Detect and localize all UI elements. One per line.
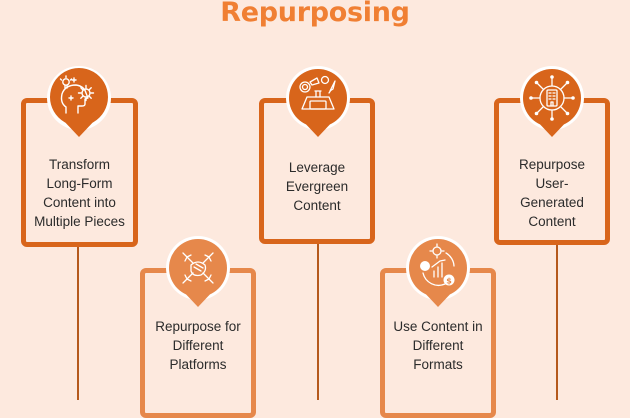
pin-formats: $ — [403, 233, 473, 313]
pin-ugc — [517, 63, 587, 143]
connector-line — [556, 244, 558, 400]
card-label: Use Content in Different Formats — [393, 319, 483, 372]
card-label: Leverage Evergreen Content — [285, 160, 349, 213]
analytics-cycle-icon: $ — [406, 236, 470, 307]
card-label: Repurpose for Different Platforms — [155, 319, 241, 372]
pin-transform — [44, 63, 114, 143]
hands-network-icon — [166, 236, 230, 307]
connector-line — [77, 246, 79, 400]
diagram-title: Repurposing — [220, 0, 410, 28]
card-label: Transform Long-Form Content into Multipl… — [34, 157, 125, 229]
card-different-formats: Use Content in Different Formats — [380, 268, 496, 418]
building-network-icon — [520, 66, 584, 137]
head-gear-lightbulb-icon — [47, 66, 111, 137]
pin-evergreen — [283, 63, 353, 143]
svg-text:$: $ — [446, 277, 452, 286]
pin-platforms — [163, 233, 233, 313]
laptop-marketing-icon — [286, 66, 350, 137]
connector-line — [317, 243, 319, 400]
card-label: Repurpose User- Generated Content — [518, 157, 586, 229]
